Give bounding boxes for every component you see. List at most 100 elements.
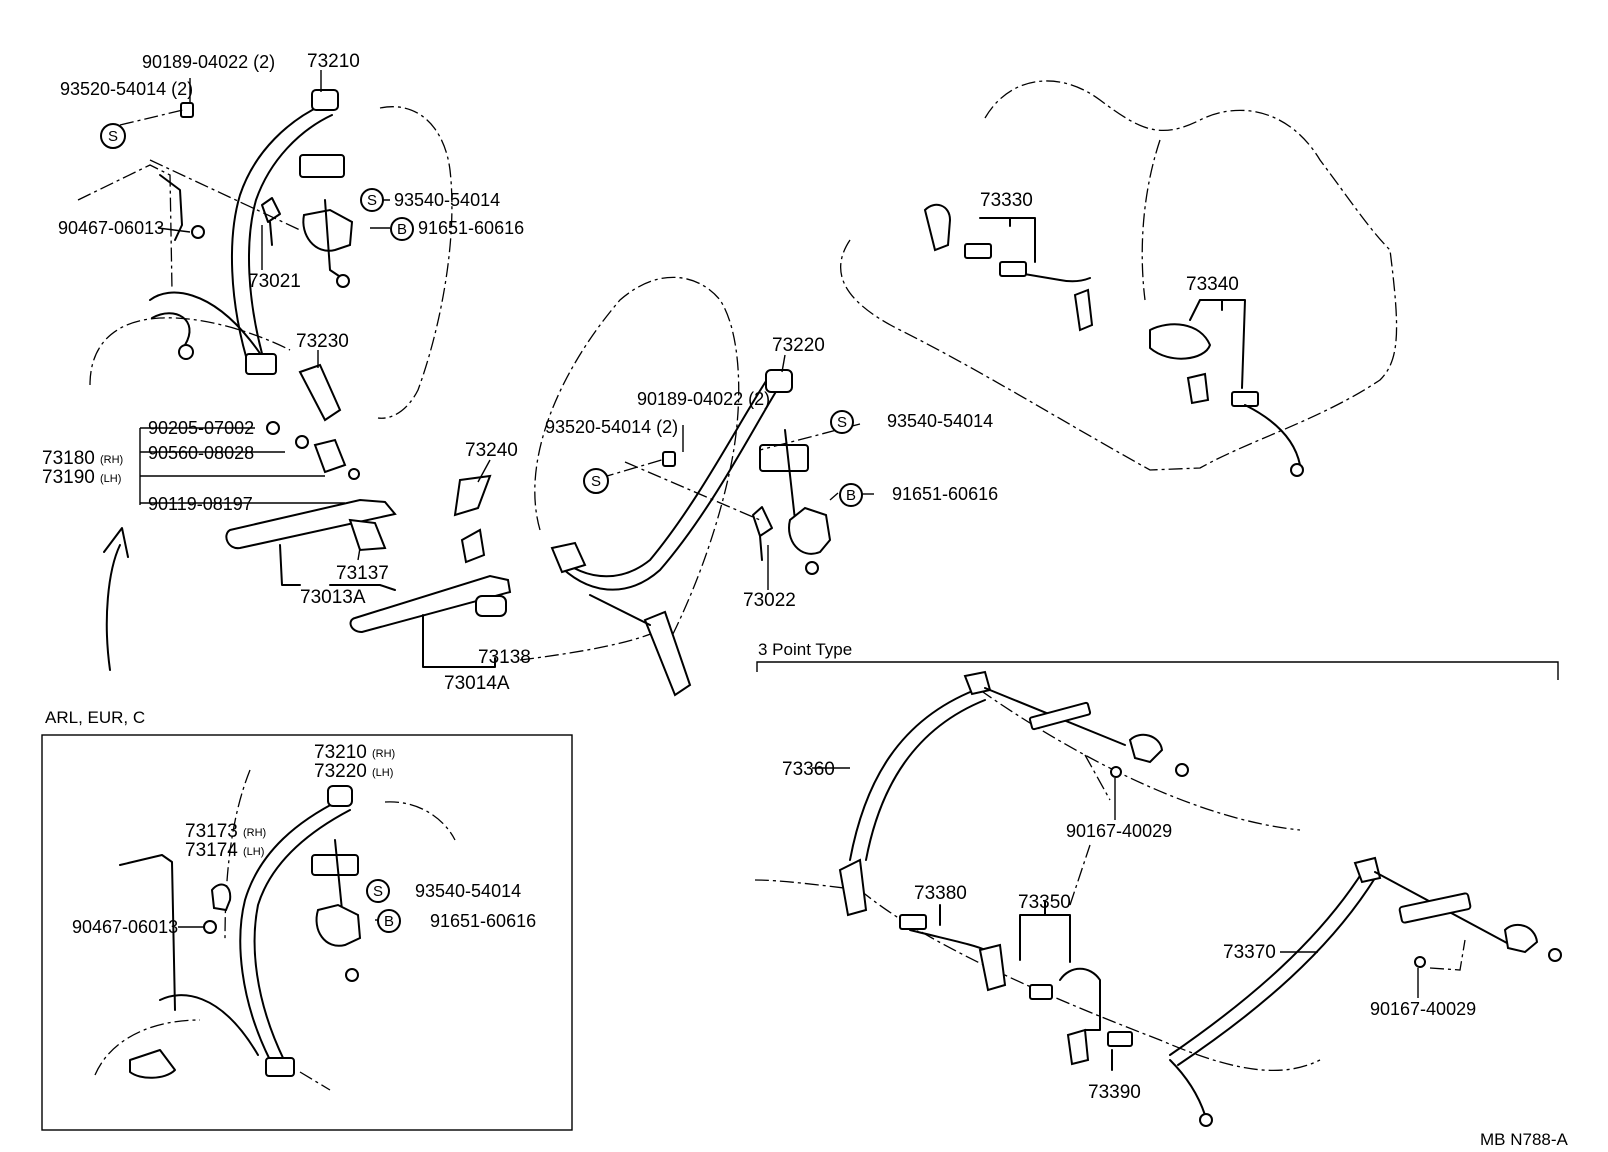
inset-belt-outer (239, 799, 341, 1061)
b-symbol-a (390, 217, 414, 241)
label-73230: 73230 (296, 331, 349, 352)
label-73022: 73022 (743, 590, 796, 611)
s-symbol-c-text: S (591, 473, 601, 490)
label-73240: 73240 (465, 440, 518, 461)
belt-webbing-right (554, 374, 771, 578)
leader-lines (139, 70, 1419, 998)
nut-90189-a (180, 102, 194, 118)
b-symbol-inset (377, 909, 401, 933)
retractor-bolt-73220 (805, 561, 819, 575)
lead-73220 (781, 354, 786, 373)
belt-73360-inner (865, 699, 986, 861)
lap-belt-center (589, 594, 651, 626)
label-90560: 90560-08028 (148, 443, 254, 463)
buckle-73380 (899, 914, 927, 930)
belt-73370-inner (1177, 877, 1376, 1066)
upper-anchor-73220 (765, 369, 793, 393)
inset-retractor (315, 903, 362, 947)
label-91651-b: 91651-60616 (892, 484, 998, 504)
inset-guide-stem (334, 839, 343, 911)
label-73013a: 73013A (300, 587, 366, 608)
cover-73137 (348, 518, 387, 552)
bracket-three-point (756, 661, 1559, 680)
lead-73330 (979, 217, 1036, 263)
label-90467-a: 90467-06013 (58, 218, 164, 238)
label-91651-a: 91651-60616 (418, 218, 524, 238)
dash-91651-b (829, 492, 839, 501)
inset-label-73220-suffix: (LH) (372, 767, 393, 779)
inset-group (41, 734, 573, 1131)
label-73350: 73350 (1018, 892, 1071, 913)
nut-90189-b (662, 451, 676, 467)
part-labels: 90189-04022 (2) 93520-54014 (2) 73210 93… (42, 51, 1569, 1149)
tongue-73390 (1107, 1031, 1133, 1047)
buckle-73350 (1029, 984, 1053, 1000)
label-90205: 90205-07002 (148, 418, 254, 438)
belt-webbing-upper (230, 104, 323, 371)
label-93540-a: 93540-54014 (394, 190, 500, 210)
dash-73138 (519, 627, 666, 661)
front-seat-belt-left-group (77, 89, 453, 480)
bolt-90467-a (191, 225, 205, 239)
rear-seat-2point-group (840, 80, 1398, 477)
nut-90560 (295, 435, 309, 449)
washer-90205 (266, 421, 280, 435)
seat-cushion-outline-left (89, 317, 291, 386)
tongue-73220 (550, 541, 587, 574)
retractor-73370 (1503, 923, 1539, 954)
inset-label-73173-suffix: (RH) (243, 827, 266, 839)
lead-73240 (477, 459, 491, 483)
bolt-90119 (348, 468, 360, 480)
inset-tongue-dash (299, 1071, 331, 1091)
label-73210: 73210 (307, 51, 360, 72)
label-90119: 90119-08197 (148, 494, 253, 514)
lead-73014a (422, 614, 496, 668)
rear-cushion-outline (840, 239, 1398, 471)
belt-tongue-73230 (245, 353, 277, 375)
belt-loop-73340 (1149, 323, 1211, 360)
seat-back-outline-right (534, 276, 740, 641)
lead-73013a-left (279, 544, 301, 586)
anchor-plate-73021 (261, 197, 281, 246)
inset-pillar (119, 854, 176, 1011)
seat-back-outline-left (377, 106, 453, 419)
inset-belt-inner (253, 809, 351, 1061)
belt-webbing-upper-edge (248, 114, 333, 369)
label-90189-b: 90189-04022 (2) (637, 389, 770, 409)
s-symbol-inset (366, 879, 390, 903)
inset-pillar-dash (224, 769, 251, 941)
b-symbol-inset-text: B (384, 913, 394, 930)
buckle-73230 (298, 363, 342, 422)
belt-73330 (999, 269, 1091, 283)
bolt-73340 (1290, 463, 1304, 477)
belt-73370-lower (1169, 1059, 1206, 1116)
label-73370: 73370 (1223, 942, 1276, 963)
s-symbol-c (583, 468, 609, 494)
label-3-point-type: 3 Point Type (758, 640, 852, 659)
bolt-73370-lower (1199, 1113, 1213, 1127)
arrow-head (103, 527, 129, 558)
dash-93540-b (759, 423, 861, 451)
buckle-bracket-73180 (313, 438, 347, 474)
belt-guide-73210 (299, 154, 345, 178)
lead-73137 (357, 547, 361, 561)
retractor-73360 (1128, 733, 1164, 764)
inset-seatback-top (384, 801, 456, 841)
b-symbol-b-text: B (846, 487, 856, 504)
buckle-stalk-center (643, 610, 692, 697)
inset-upper-anchor (327, 785, 353, 807)
anchor-73350 (1066, 1028, 1090, 1066)
three-point-seatback-dash (979, 689, 1301, 831)
s-symbol-b-text: S (367, 192, 377, 209)
inset-label-91651: 91651-60616 (430, 911, 536, 931)
inset-label-73210-suffix: (RH) (372, 748, 395, 760)
inset-label-73210: 73210 (314, 742, 367, 763)
inset-bolt-90467 (203, 920, 217, 934)
label-93520-b: 93520-54014 (2) (545, 417, 678, 437)
inset-label-93540: 93540-54014 (415, 881, 521, 901)
inset-retractor-bolt (345, 968, 359, 982)
label-73190: 73190 (42, 467, 95, 488)
retractor-bolt (336, 274, 350, 288)
